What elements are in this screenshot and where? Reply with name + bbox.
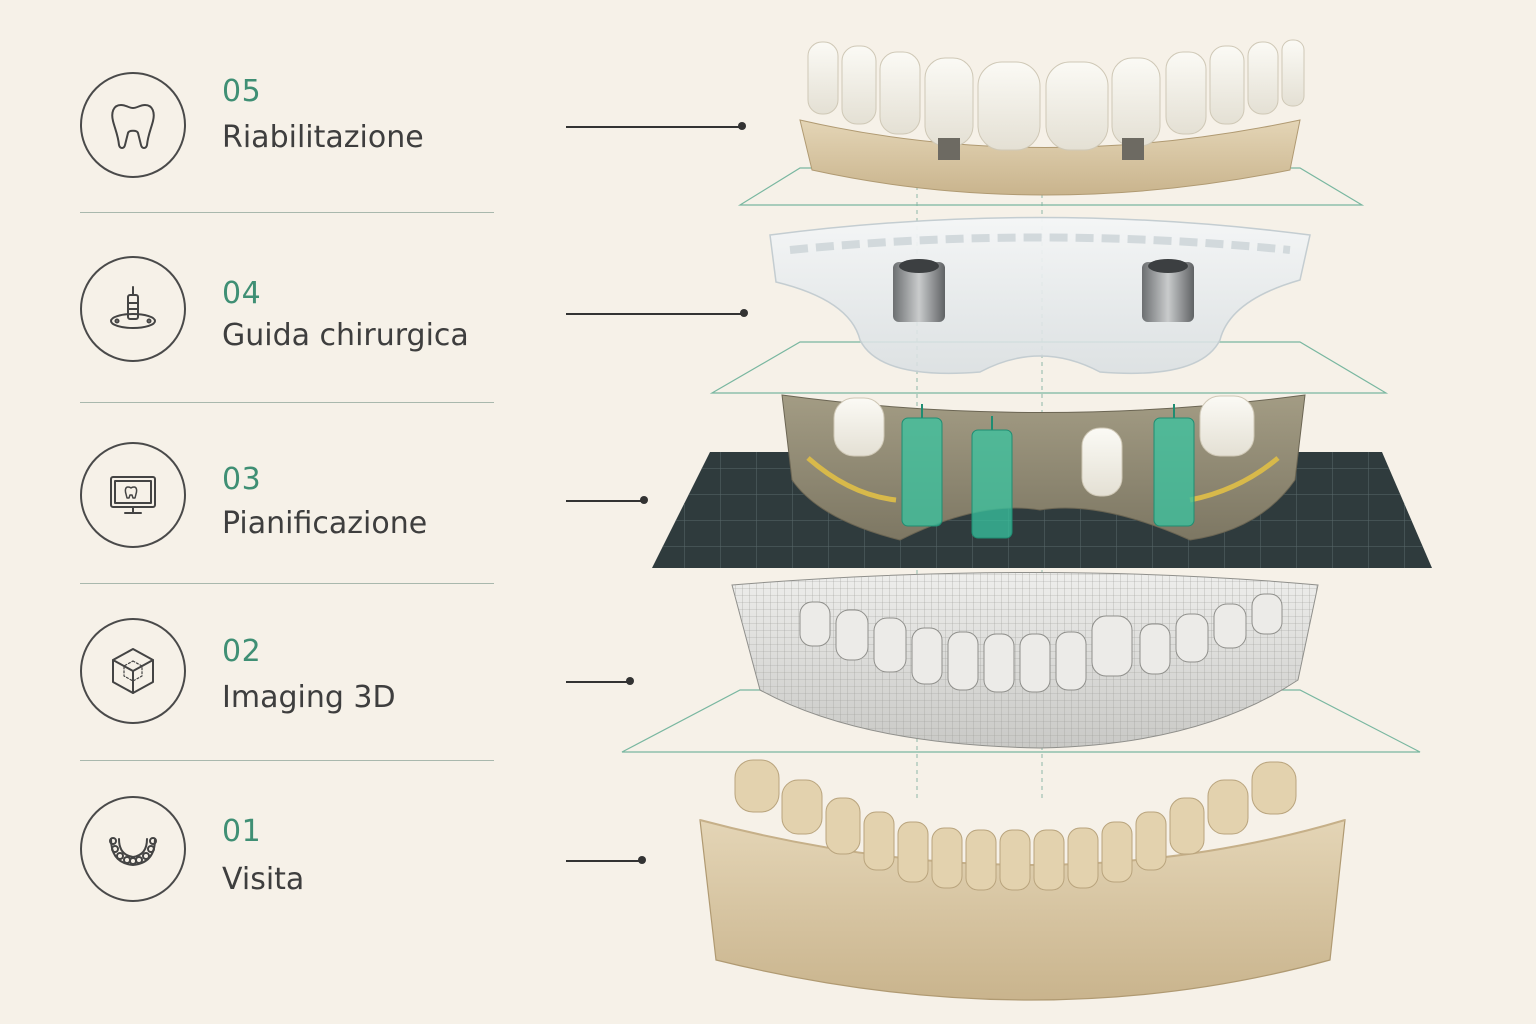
step-04: 04 Guida chirurgica: [80, 256, 494, 366]
step-label: Guida chirurgica: [222, 318, 469, 353]
divider: [80, 212, 494, 213]
cube-scan-icon: [112, 648, 154, 694]
step-number: 04: [222, 276, 262, 311]
leader-line-02: [566, 681, 628, 683]
layer-plaster-cast: [699, 759, 1346, 1001]
step-icon-circle: [80, 618, 186, 724]
step-icon-circle: [80, 72, 186, 178]
step-icon-circle: [80, 442, 186, 548]
step-number: 05: [222, 74, 262, 109]
leader-dot-02: [626, 677, 634, 685]
step-number: 01: [222, 814, 262, 849]
step-label: Riabilitazione: [222, 120, 424, 155]
step-number: 02: [222, 634, 262, 669]
steps-list: 05 Riabilitazione 04 Guida chirurgica: [0, 0, 560, 1024]
leader-dot-03: [640, 496, 648, 504]
leader-dot-05: [738, 122, 746, 130]
divider: [80, 402, 494, 403]
divider: [80, 583, 494, 584]
layer-planning: [652, 394, 1432, 568]
monitor-tooth-icon: [110, 476, 156, 514]
layer-surgical-guide: [709, 216, 1389, 394]
step-icon-circle: [80, 256, 186, 362]
implant-icon: [110, 286, 156, 329]
leader-line-05: [566, 126, 740, 128]
step-label: Pianificazione: [222, 506, 428, 541]
leader-dot-01: [638, 856, 646, 864]
dental-arch-icon: [109, 837, 157, 866]
step-label: Imaging 3D: [222, 680, 396, 715]
step-03: 03 Pianificazione: [80, 442, 494, 552]
step-02: 02 Imaging 3D: [80, 618, 494, 728]
layer-prosthesis: [737, 39, 1365, 206]
step-number: 03: [222, 462, 262, 497]
divider: [80, 760, 494, 761]
step-label: Visita: [222, 862, 305, 897]
step-icon-circle: [80, 796, 186, 902]
leader-line-01: [566, 860, 640, 862]
step-05: 05 Riabilitazione: [80, 72, 494, 182]
leader-line-03: [566, 500, 642, 502]
leader-line-04: [566, 313, 742, 315]
layer-3d-scan: [621, 572, 1421, 753]
leader-dot-04: [740, 309, 748, 317]
step-01: 01 Visita: [80, 796, 494, 906]
tooth-icon: [111, 104, 155, 149]
